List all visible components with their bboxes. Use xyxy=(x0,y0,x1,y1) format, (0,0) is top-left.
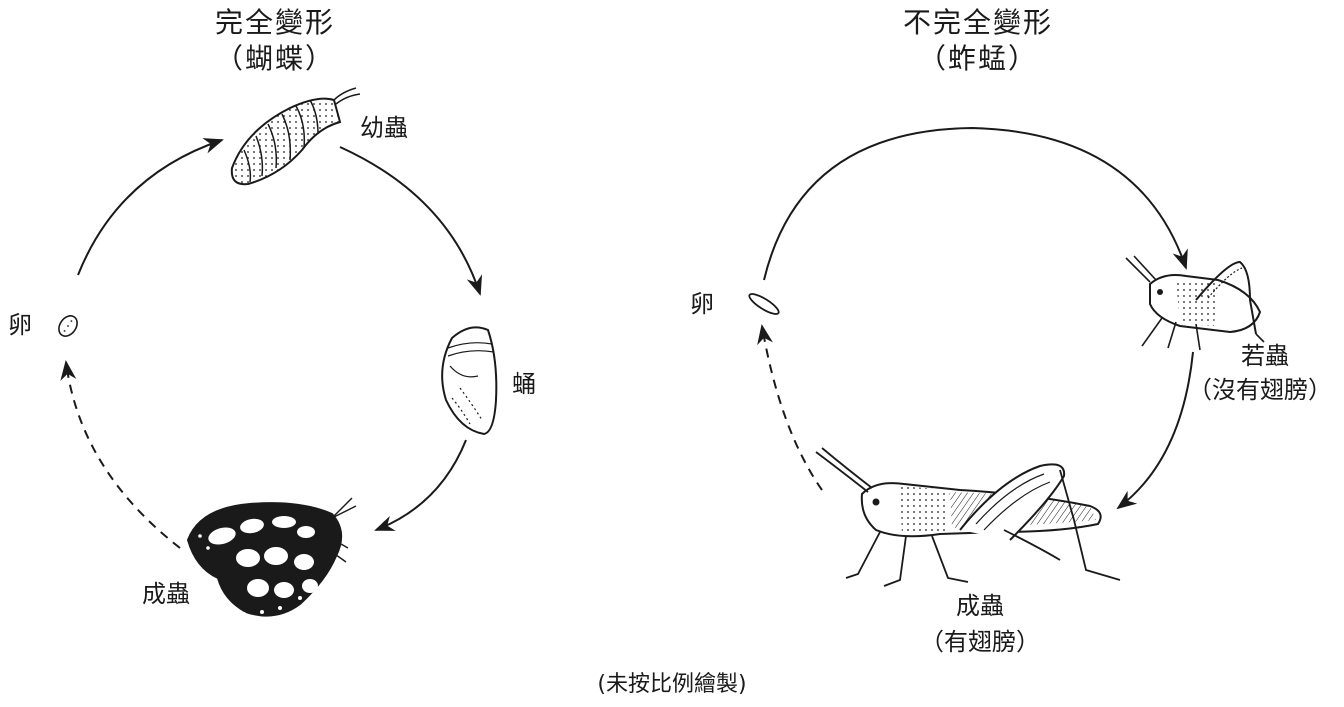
arrow-adult-to-egg-dashed xyxy=(60,360,181,549)
adult-grasshopper-icon xyxy=(815,447,1121,587)
butterfly-adult-label: 成蟲 xyxy=(142,580,190,608)
grasshopper-nymph-label: 若蟲 xyxy=(1241,342,1289,370)
arrow-adult-to-egg-dashed xyxy=(757,324,823,491)
butterfly-pupa-label: 蛹 xyxy=(512,370,536,398)
arrow-egg-to-larva xyxy=(77,138,224,276)
grasshopper-adult-label: 成蟲 xyxy=(956,592,1004,620)
butterfly-larva-label: 幼蟲 xyxy=(360,114,408,142)
not-to-scale-note: (未按比例繪製) xyxy=(597,672,747,697)
grasshopper-adult-note: （有翅膀） xyxy=(920,628,1040,656)
grasshopper-nymph-note: （沒有翅膀） xyxy=(1188,376,1332,404)
arrow-pupa-to-adult xyxy=(374,439,467,531)
chrysalis-icon xyxy=(441,326,498,436)
incomplete-metamorphosis-subtitle: （蚱蜢） xyxy=(917,42,1038,75)
arrow-larva-to-pupa xyxy=(339,146,483,296)
arrow-egg-to-nymph xyxy=(763,126,1188,281)
caterpillar-icon xyxy=(230,87,361,186)
butterfly-icon xyxy=(186,497,357,617)
butterfly-egg-label: 卵 xyxy=(8,311,32,339)
complete-metamorphosis-subtitle: （蝴蝶） xyxy=(214,42,335,75)
butterfly-egg-icon xyxy=(58,315,78,337)
arrow-nymph-to-adult xyxy=(1116,351,1194,510)
nymph-icon xyxy=(1125,255,1265,351)
grasshopper-egg-label: 卵 xyxy=(690,290,714,318)
grasshopper-egg-icon xyxy=(748,293,780,315)
incomplete-metamorphosis-title: 不完全變形 xyxy=(902,6,1053,39)
complete-metamorphosis-title: 完全變形 xyxy=(214,6,335,39)
